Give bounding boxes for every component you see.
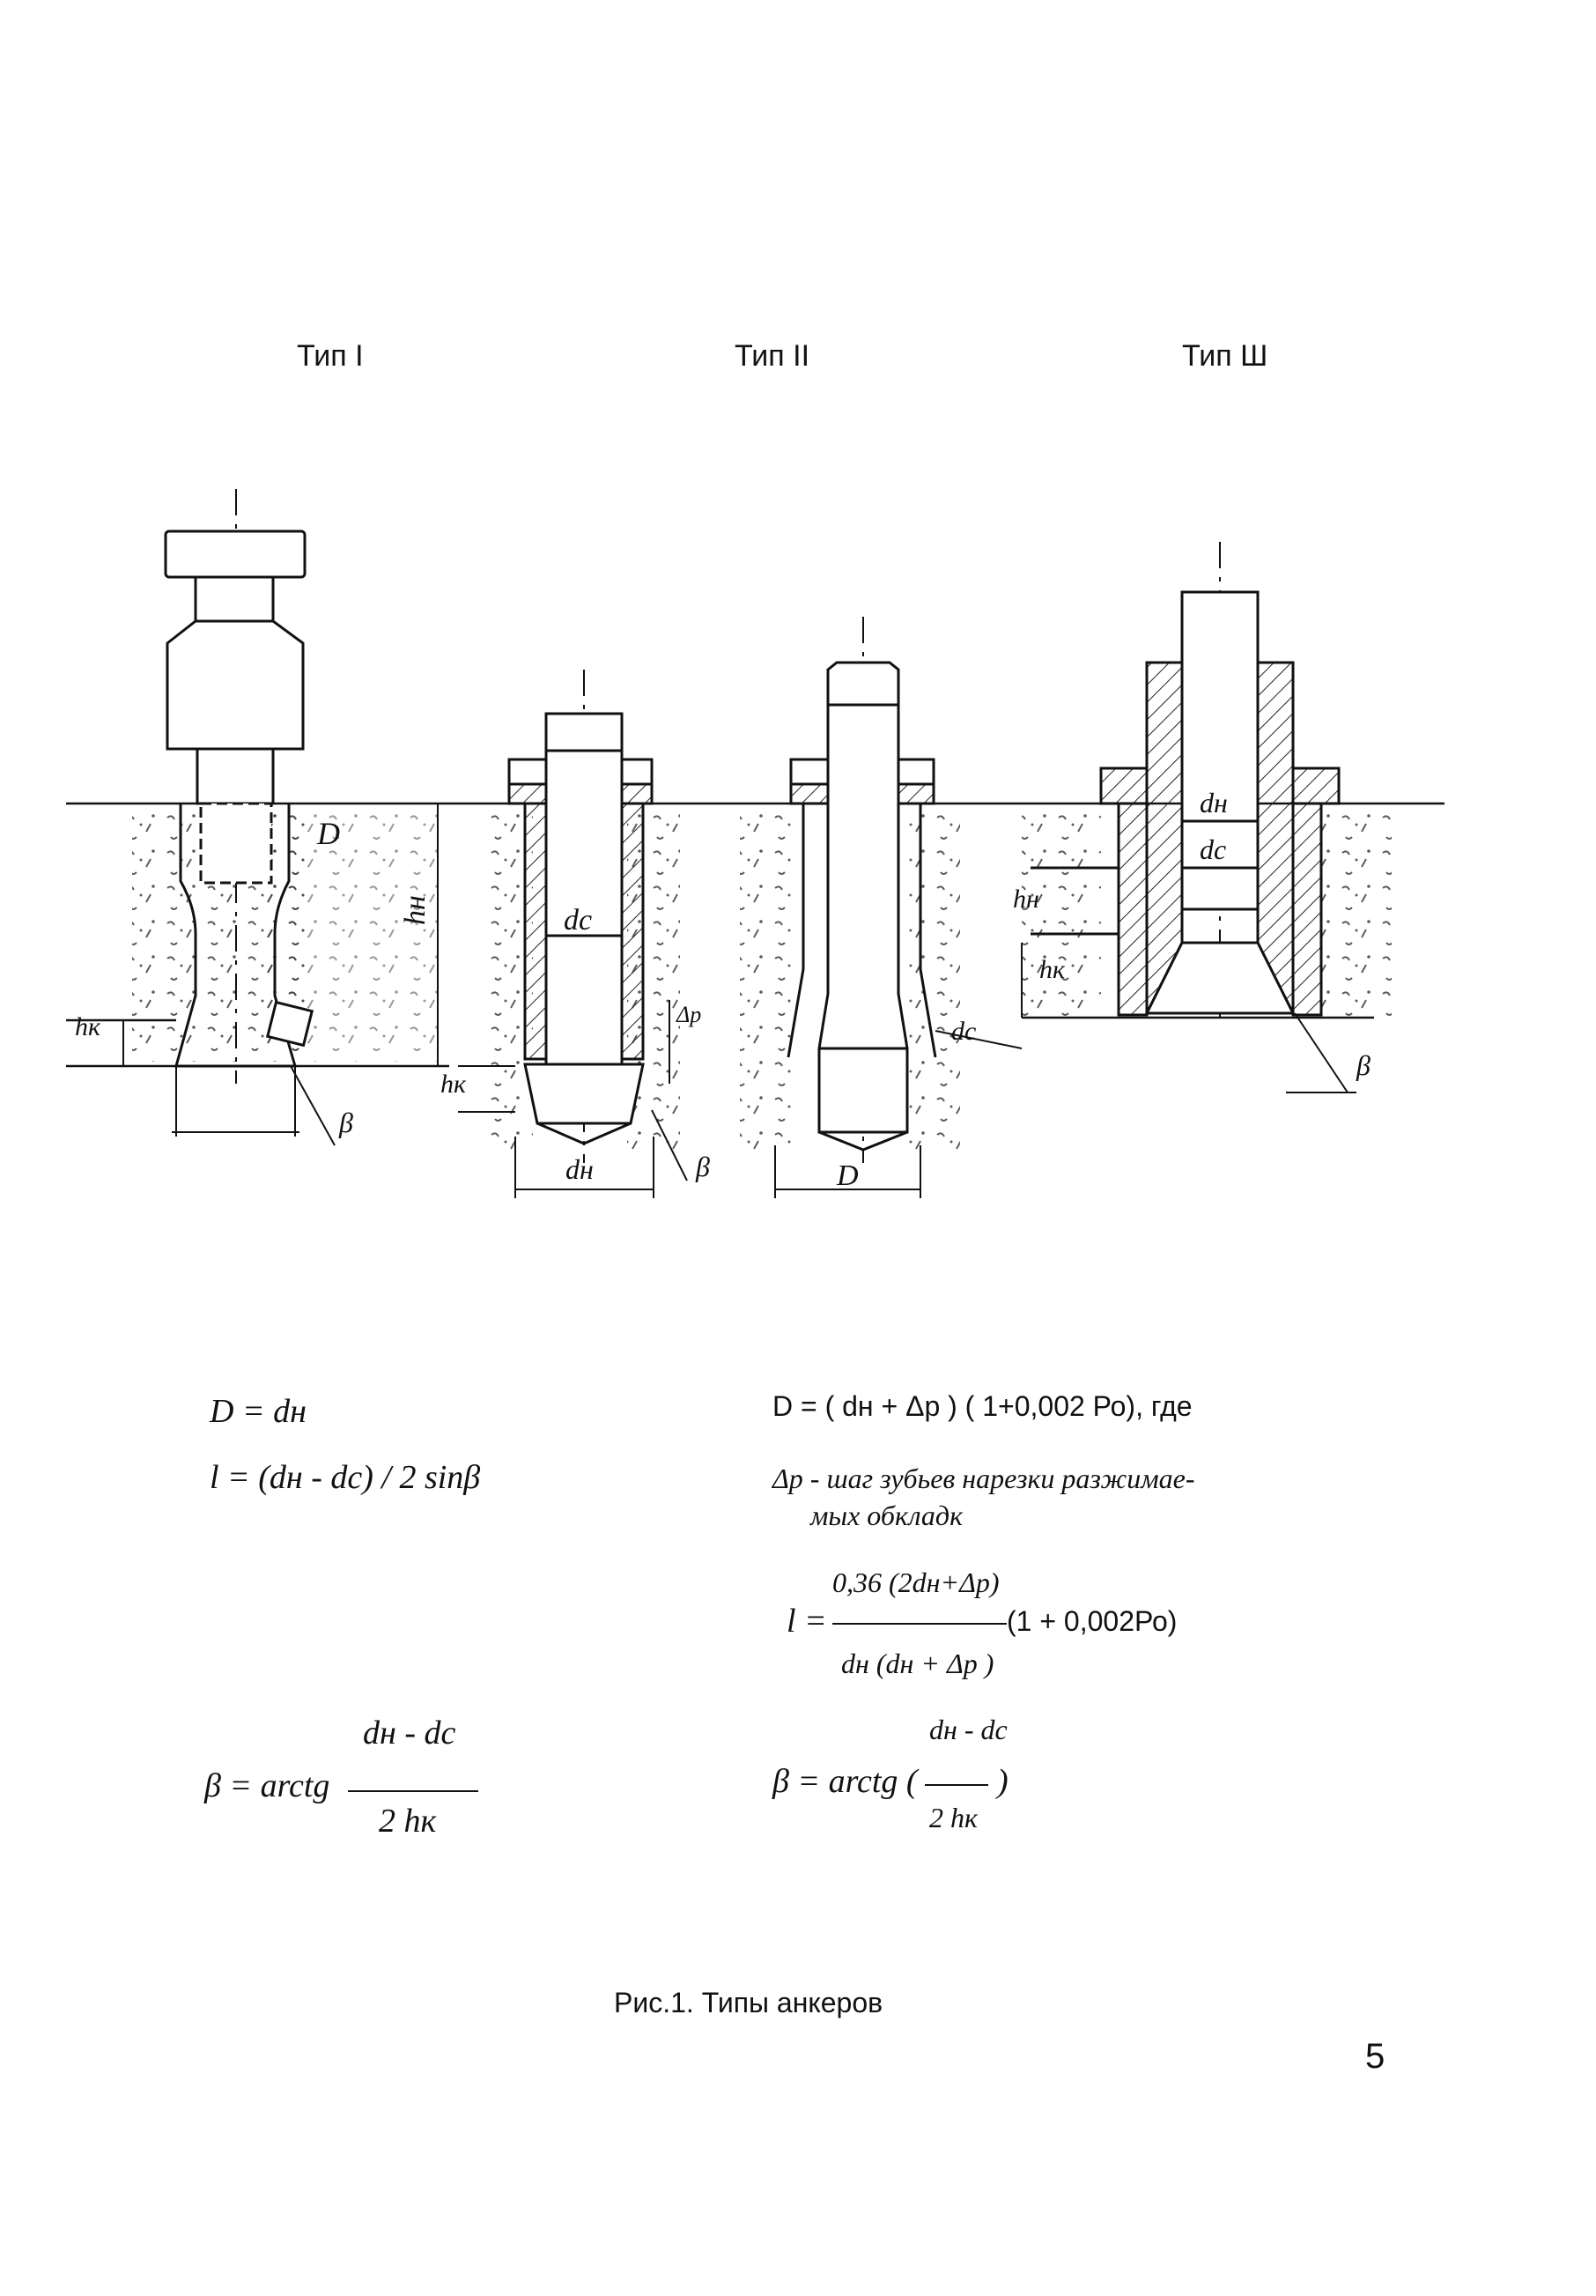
type-3-anchor	[1021, 542, 1356, 1093]
type-1-anchor	[122, 489, 439, 1146]
type-3-dn-label: dн	[1200, 787, 1228, 818]
type-2a-dn-label: dн	[565, 1153, 594, 1185]
concrete-zone-6	[907, 806, 960, 1150]
type-2a-dp-label: Δр	[676, 1002, 701, 1027]
formula-right-4-fraction-bar	[925, 1784, 988, 1786]
type-3-beta-label: β	[1356, 1049, 1371, 1081]
type-2a-dc-label: dc	[564, 904, 592, 937]
type-2b-dc-label: dc	[951, 1017, 976, 1046]
formula-right-4-lhs: β = arctg (	[772, 1763, 918, 1800]
type-1-D-label: D	[316, 816, 340, 851]
concrete-zone-5	[740, 806, 793, 1150]
concrete-zone-7	[1022, 806, 1101, 1018]
formula-right-2-line2: мых обкладк	[810, 1500, 964, 1531]
type-2a-anchor	[458, 670, 688, 1198]
formula-left-2: l = (dн - dc) / 2 sinβ	[210, 1459, 481, 1496]
page-number: 5	[1365, 2037, 1385, 2076]
formula-left-3-fraction-bar	[348, 1790, 478, 1792]
formula-left-3-lhs: β = arctg	[204, 1767, 330, 1804]
type-3-dc-label: dc	[1200, 833, 1226, 865]
type-2-label: Тип II	[735, 339, 810, 373]
formula-left-1: D = dн	[210, 1393, 307, 1430]
concrete-zone-8	[1321, 806, 1392, 1018]
formula-right-1: D = ( dн + Δр ) ( 1+0,002 Ро), где	[772, 1390, 1193, 1422]
formula-left-3-numerator: dн - dc	[363, 1715, 456, 1752]
type-3-label: Тип Ш	[1182, 339, 1268, 373]
type-1-beta-label: β	[338, 1107, 353, 1138]
formula-right-3-tail: (1 + 0,002Ро)	[1007, 1605, 1178, 1637]
type-2a-beta-label: β	[695, 1151, 710, 1182]
formula-left-3-denominator: 2 hк	[379, 1803, 437, 1840]
formula-right-4-rhs: )	[997, 1763, 1009, 1800]
figure-caption: Рис.1. Типы анкеров	[614, 1987, 883, 2018]
formula-right-3-denominator: dн (dн + Δр )	[841, 1648, 994, 1679]
type-1-hk-label: hк	[75, 1012, 101, 1041]
type-2b-anchor	[774, 617, 1023, 1198]
formula-right-3-fraction-bar	[832, 1623, 1007, 1625]
type-1-label: Тип I	[297, 339, 364, 373]
formula-right-2-line1: Δр - шаг зубьев нарезки разжимае-	[772, 1463, 1195, 1494]
formula-right-3-lhs: l =	[787, 1603, 827, 1640]
type-2a-hk-label: hк	[440, 1070, 467, 1099]
formula-right-4-denominator: 2 hк	[929, 1802, 978, 1833]
type-2b-D-label: D	[836, 1159, 859, 1192]
type-1-hn-label: hн	[399, 895, 432, 925]
type-3-hn-label: hн	[1013, 885, 1039, 914]
anchor-types-drawing: D hн hк β dc dн hк Δр β	[66, 489, 1445, 1198]
formula-right-3-numerator: 0,36 (2dн+Δр)	[832, 1566, 1000, 1598]
type-3-hk-label: hк	[1039, 955, 1066, 984]
formula-right-4-numerator: dн - dc	[929, 1714, 1008, 1745]
